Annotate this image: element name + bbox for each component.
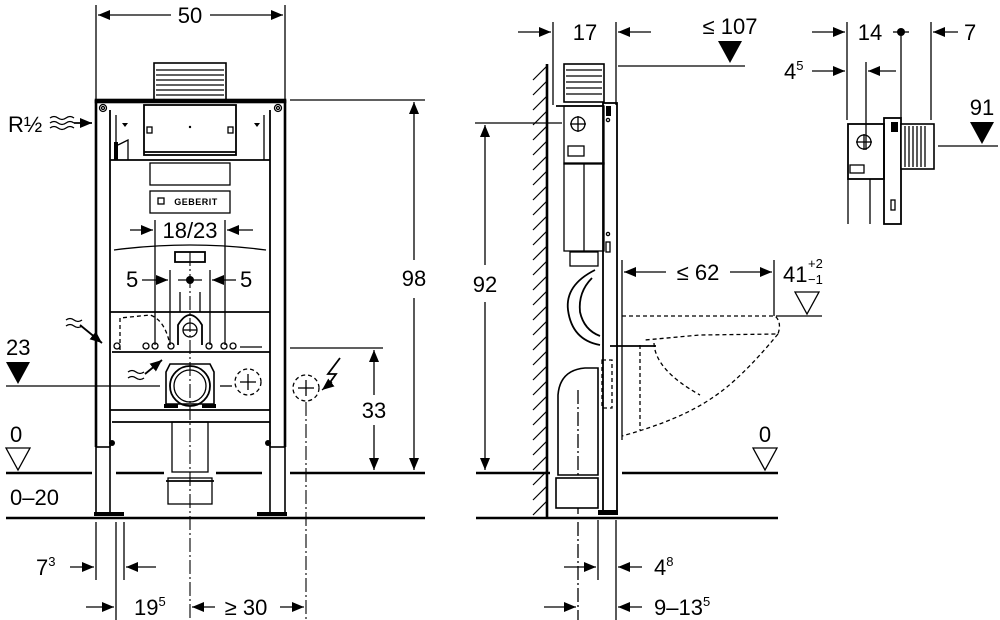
axis-offset-sup: 5 [158, 594, 165, 609]
bowl-length-label: ≤ 62 [677, 260, 720, 285]
dim-electrical-height: 33 [290, 347, 386, 470]
height-label: 98 [402, 266, 426, 291]
detail-view: 14 7 45 [784, 20, 998, 225]
electrical-height-label: 33 [362, 398, 386, 423]
foot-width-sup: 3 [48, 554, 55, 569]
dim-drain-offset: 9–135 [544, 594, 710, 620]
foot-width-label: 73 [36, 554, 55, 580]
valve-offset-sup: 5 [796, 58, 803, 73]
dim-bowl-length: ≤ 62 [624, 260, 775, 316]
front-floor-level: 0 [4, 422, 425, 475]
front-floor-level-label: 0 [10, 422, 22, 447]
dim-max-height: ≤ 107 [618, 14, 758, 67]
water-supply-label: R½ [8, 112, 42, 137]
dim-foot-depth: 48 [564, 520, 673, 620]
side-depth-label: 17 [573, 20, 597, 45]
side-floor-level: 0 [476, 422, 779, 520]
front-view: 50 [4, 3, 426, 620]
frame [94, 98, 287, 516]
dim-width: 50 [95, 3, 286, 100]
dim-depth: 17 [518, 20, 651, 105]
foot-depth-label: 48 [654, 554, 673, 580]
axis-offset-label: 195 [134, 594, 166, 620]
drain-height-label: 23 [6, 335, 30, 360]
wc-bowl [610, 260, 781, 440]
dim-flush-plate-gap: 18/23 [130, 218, 253, 345]
detail-height-label: 91 [970, 95, 994, 120]
side-view: 17 ≤ 107 [473, 14, 823, 620]
dim-detail-height: 91 [938, 95, 998, 147]
dim-drain-height: 23 [6, 335, 232, 387]
drain-offset-label: 9–135 [654, 594, 710, 620]
left-offset-label: 5 [126, 267, 138, 292]
foot-depth-base: 4 [654, 555, 666, 580]
dim-offsets: 5 5 [126, 267, 252, 345]
axis-offset-base: 19 [134, 595, 158, 620]
cistern: GEBERIT [110, 104, 270, 263]
dim-axis-offsets: 195 ≥ 30 [86, 522, 304, 620]
max-height-label: ≤ 107 [703, 14, 758, 39]
dim-seat-height: 41 +2 −1 [776, 256, 823, 317]
water-supply: R½ [8, 112, 92, 137]
dim-foot-width: 73 [36, 522, 156, 580]
drain-offset-base: 9–13 [654, 595, 703, 620]
right-offset-label: 5 [240, 267, 252, 292]
side-frame [555, 63, 618, 620]
side-floor-level-label: 0 [759, 422, 771, 447]
valve-offset-label: 45 [784, 58, 803, 84]
foot-depth-sup: 8 [666, 554, 673, 569]
foot-width-base: 7 [36, 555, 48, 580]
brand-logo: GEBERIT [174, 197, 218, 207]
dim-cistern-height: 92 [473, 122, 562, 470]
seat-height-base: 41 [783, 262, 807, 287]
dim-valve-offset: 45 [784, 58, 896, 150]
wall [532, 64, 549, 518]
floor-build-up-label: 0–20 [10, 485, 59, 510]
cistern-height-label: 92 [473, 272, 497, 297]
seat-height-label: 41 [783, 262, 807, 287]
flush-pipe-section [65, 311, 270, 353]
flush-actuator-box [153, 62, 227, 102]
flush-plate-gap-label: 18/23 [162, 218, 217, 243]
electrical-connections [234, 357, 341, 620]
electrical-min-distance-label: ≥ 30 [225, 595, 268, 620]
electricity-icon [325, 357, 341, 389]
seat-height-tol-minus: −1 [808, 272, 823, 287]
dim-height: 98 [290, 99, 426, 470]
detail-depth-label: 14 [858, 20, 882, 45]
detail-frame [847, 117, 935, 225]
seat-height-tol-plus: +2 [808, 256, 823, 271]
valve-offset-base: 4 [784, 59, 796, 84]
drain-offset-sup: 5 [703, 594, 710, 609]
width-label: 50 [178, 3, 202, 28]
plate-depth-label: 7 [964, 20, 976, 45]
dim-detail-depth: 14 7 [812, 20, 976, 120]
